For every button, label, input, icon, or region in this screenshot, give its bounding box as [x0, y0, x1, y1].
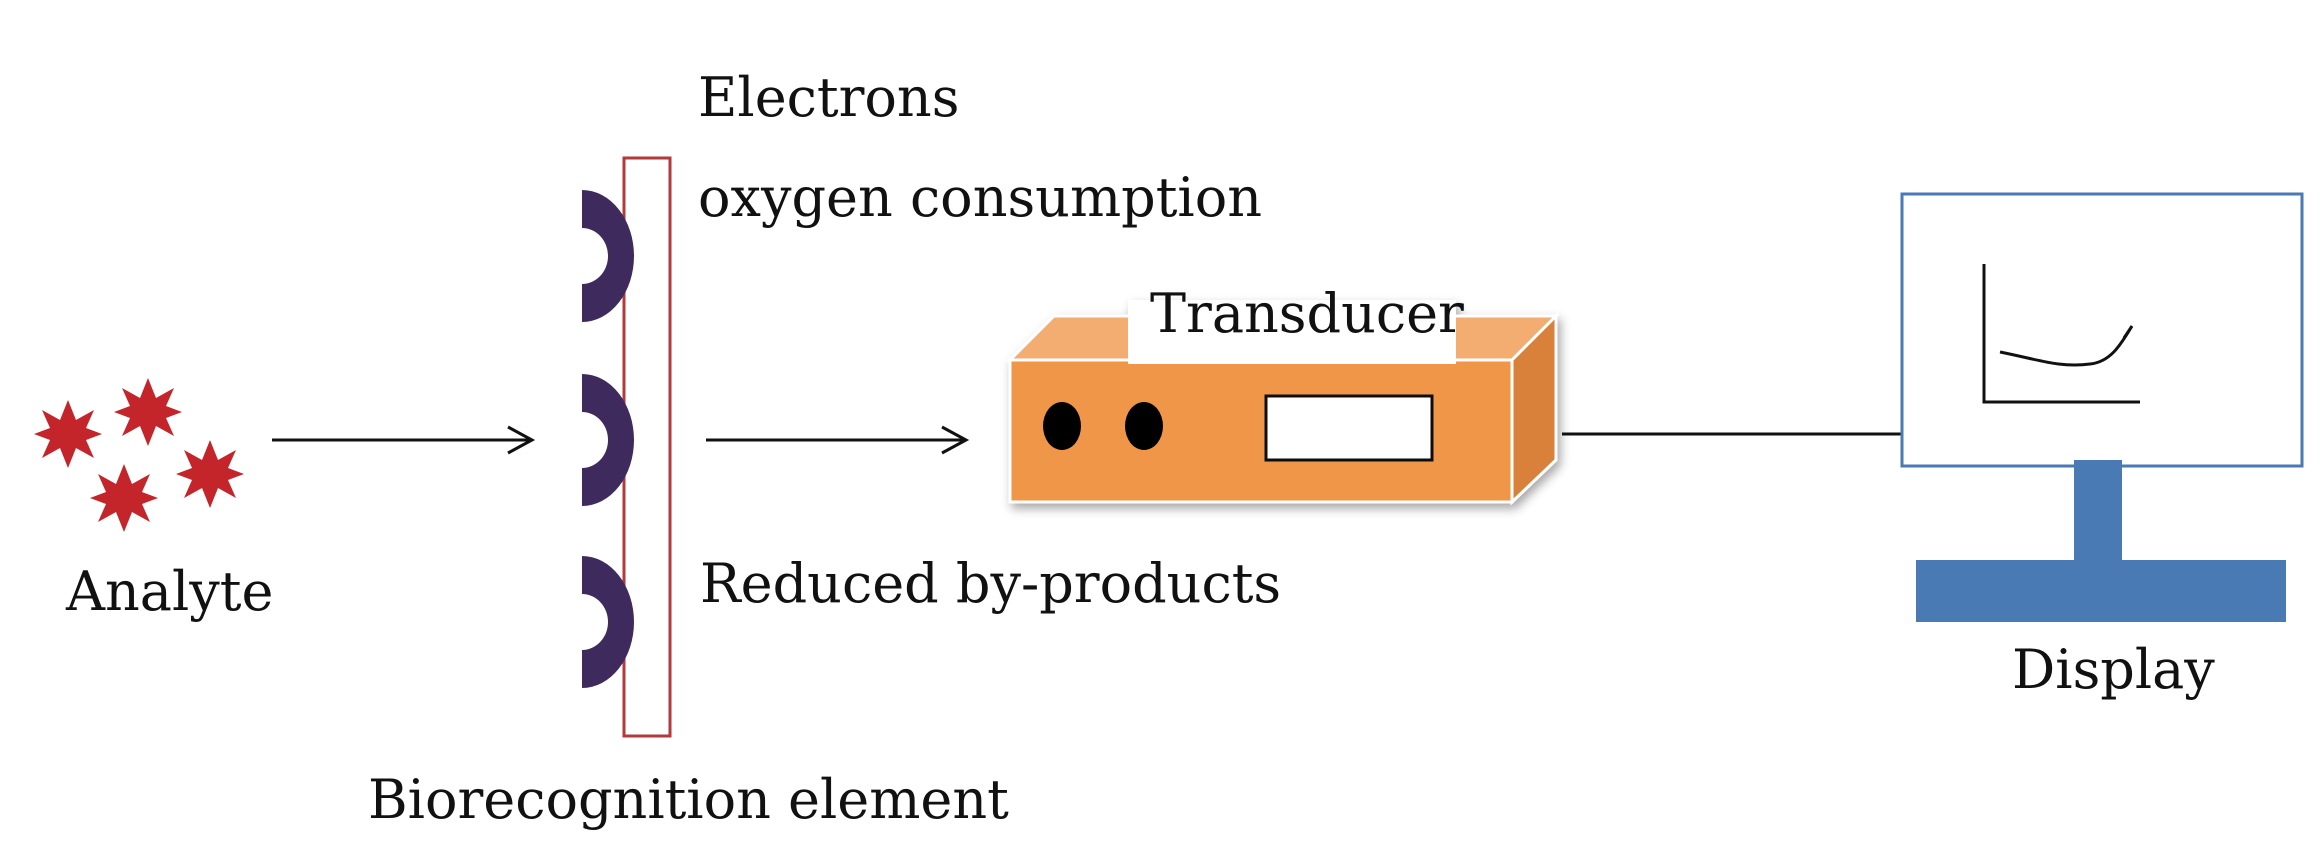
reduced-byproducts-label: Reduced by-products	[700, 552, 1281, 615]
monitor-stand-neck	[2074, 460, 2122, 562]
analyte-label: Analyte	[65, 560, 273, 623]
star-molecule-icon	[114, 378, 182, 446]
receptor-half-ring-icon	[582, 374, 634, 506]
star-molecule-icon	[34, 400, 102, 468]
star-molecule-icon	[90, 464, 158, 532]
biorecognition-label: Biorecognition element	[368, 768, 1009, 831]
analyte-star-icon	[34, 400, 102, 468]
transducer-knob-icon	[1125, 402, 1163, 450]
display-monitor: Display	[1900, 192, 2304, 701]
analyte-group: Analyte	[34, 378, 273, 623]
biorecognition-element: Biorecognition element	[368, 156, 1009, 831]
monitor-screen	[1900, 192, 2304, 468]
transducer-label: Transducer	[1150, 282, 1464, 345]
monitor-stand-base	[1916, 560, 2286, 622]
transducer-device	[1006, 300, 1560, 506]
display-label: Display	[2012, 638, 2215, 701]
curve-graph-icon	[1982, 264, 2140, 404]
transducer-front-face	[1008, 358, 1514, 504]
receptor-half-ring-icon	[582, 556, 634, 688]
analyte-star-icon	[114, 378, 182, 446]
electrons-label: Electrons	[698, 66, 959, 129]
receptor-half-ring-icon	[582, 190, 634, 322]
transducer-label-tab	[1128, 300, 1456, 364]
oxygen-consumption-label: oxygen consumption	[698, 166, 1262, 229]
analyte-star-icon	[90, 464, 158, 532]
transducer-knob-icon	[1043, 402, 1081, 450]
analyte-star-icon	[176, 440, 244, 508]
transducer-readout-window	[1264, 394, 1434, 462]
star-molecule-icon	[176, 440, 244, 508]
